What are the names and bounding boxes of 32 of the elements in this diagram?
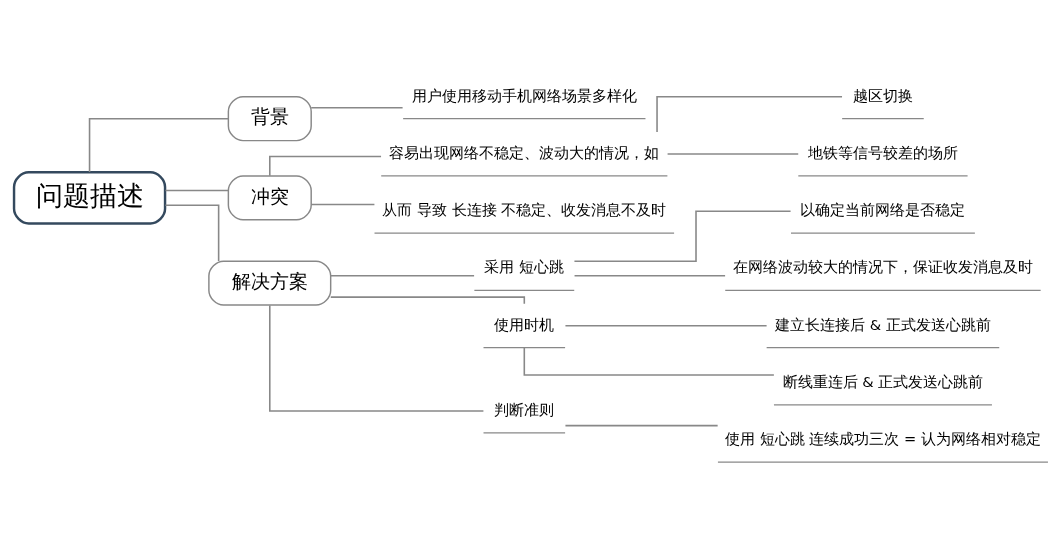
connector bbox=[329, 274, 475, 277]
connector bbox=[88, 117, 229, 173]
connector bbox=[573, 209, 792, 262]
node-text: 从而 导致 长连接 不稳定、收发消息不及时 bbox=[382, 200, 667, 218]
connector bbox=[573, 274, 726, 277]
node-text: 以确定当前网络是否稳定 bbox=[800, 200, 966, 218]
connector bbox=[310, 106, 404, 109]
node-box: 冲突 bbox=[227, 174, 312, 220]
node-text: 用户使用移动手机网络场景多样化 bbox=[411, 86, 637, 104]
node-text: 使用时机 bbox=[494, 315, 555, 333]
node-text: 地铁等信号较差的场所 bbox=[807, 143, 958, 161]
node-text: 使用 短心跳 连续成功三次 = 认为网络相对稳定 bbox=[725, 429, 1041, 447]
node-box: 解决方案 bbox=[208, 259, 332, 306]
node-text: 采用 短心跳 bbox=[484, 257, 565, 275]
connector bbox=[666, 152, 799, 155]
node-text: 越区切换 bbox=[852, 86, 913, 104]
connector bbox=[310, 203, 376, 205]
connector bbox=[564, 324, 768, 327]
connector bbox=[164, 203, 220, 262]
node-text: 断线重连后 & 正式发送心跳前 bbox=[782, 372, 984, 390]
node-text: 判断准则 bbox=[494, 400, 555, 418]
connector bbox=[523, 346, 775, 376]
connector bbox=[164, 189, 230, 191]
connector bbox=[269, 155, 382, 176]
node-text: 容易出现网络不稳定、波动大的情况，如 bbox=[389, 143, 660, 161]
connector bbox=[656, 95, 843, 133]
node-box: 背景 bbox=[227, 95, 312, 141]
node-text: 在网络波动较大的情况下，保证收发消息及时 bbox=[732, 257, 1033, 275]
node-text: 建立长连接后 & 正式发送心跳前 bbox=[775, 315, 991, 333]
connector bbox=[564, 424, 719, 426]
node-box: 问题描述 bbox=[12, 170, 167, 225]
connector bbox=[269, 304, 485, 412]
